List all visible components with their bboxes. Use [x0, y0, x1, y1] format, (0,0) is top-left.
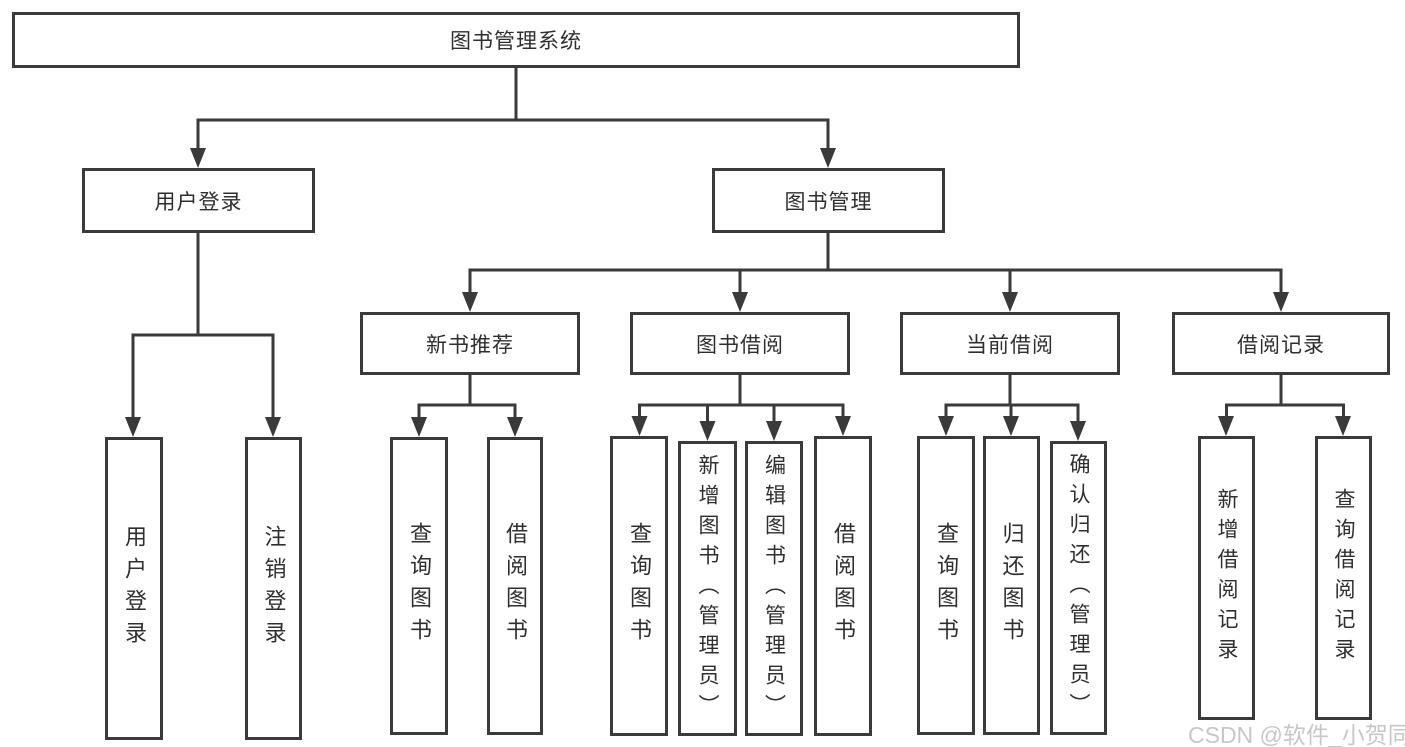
node-book-borrow-label: 图书借阅 [696, 333, 784, 357]
node-library-system-label: 图书管理系统 [450, 30, 582, 53]
node-book-borrow: 图书借阅 [630, 312, 850, 375]
node-library-system: 图书管理系统 [12, 12, 1020, 68]
leaf-add-borrow-record-label: 新增借阅记录 [1215, 488, 1238, 668]
leaf-user-login-label: 用户登录 [122, 524, 147, 653]
leaf-query-books-recommend: 查询图书 [390, 437, 448, 735]
leaf-logout: 注销登录 [245, 437, 302, 740]
watermark-text: CSDN @软件_小贺同学 [1188, 722, 1405, 747]
leaf-borrow-books: 借阅图书 [814, 436, 872, 736]
leaf-query-books-borrow-label: 查询图书 [627, 522, 652, 650]
leaf-borrow-books-recommend: 借阅图书 [487, 437, 543, 735]
leaf-query-borrow-record-label: 查询借阅记录 [1332, 488, 1355, 668]
leaf-confirm-return-admin: 确认归还（管理员） [1050, 441, 1107, 735]
node-new-book-recommend: 新书推荐 [360, 312, 580, 375]
node-borrow-records-label: 借阅记录 [1237, 333, 1325, 357]
node-user-login-label: 用户登录 [154, 190, 243, 214]
leaf-logout-label: 注销登录 [261, 524, 287, 653]
leaf-edit-book-admin-label: 编辑图书（管理员） [762, 453, 786, 724]
node-current-borrow: 当前借阅 [900, 312, 1120, 375]
leaf-query-books-recommend-label: 查询图书 [407, 522, 432, 650]
leaf-edit-book-admin: 编辑图书（管理员） [745, 441, 803, 736]
leaf-add-book-admin-label: 新增图书（管理员） [696, 453, 719, 724]
leaf-user-login: 用户登录 [105, 437, 163, 740]
node-borrow-records: 借阅记录 [1172, 312, 1390, 375]
leaf-query-books-current-label: 查询图书 [934, 521, 959, 650]
node-new-book-recommend-label: 新书推荐 [426, 333, 514, 357]
leaf-query-books-current: 查询图书 [917, 436, 975, 735]
leaf-confirm-return-admin-label: 确认归还（管理员） [1067, 453, 1090, 723]
leaf-return-book-label: 归还图书 [999, 521, 1025, 650]
leaf-return-book: 归还图书 [983, 436, 1040, 735]
node-user-login: 用户登录 [82, 168, 315, 233]
leaf-query-borrow-record: 查询借阅记录 [1315, 436, 1372, 720]
node-book-management-label: 图书管理 [784, 190, 873, 214]
node-current-borrow-label: 当前借阅 [966, 333, 1054, 357]
leaf-borrow-books-recommend-label: 借阅图书 [503, 522, 528, 650]
leaf-borrow-books-label: 借阅图书 [831, 522, 856, 650]
leaf-add-book-admin: 新增图书（管理员） [678, 441, 737, 736]
node-book-management: 图书管理 [712, 168, 945, 233]
leaf-query-books-borrow: 查询图书 [610, 436, 668, 736]
leaf-add-borrow-record: 新增借阅记录 [1198, 436, 1255, 720]
